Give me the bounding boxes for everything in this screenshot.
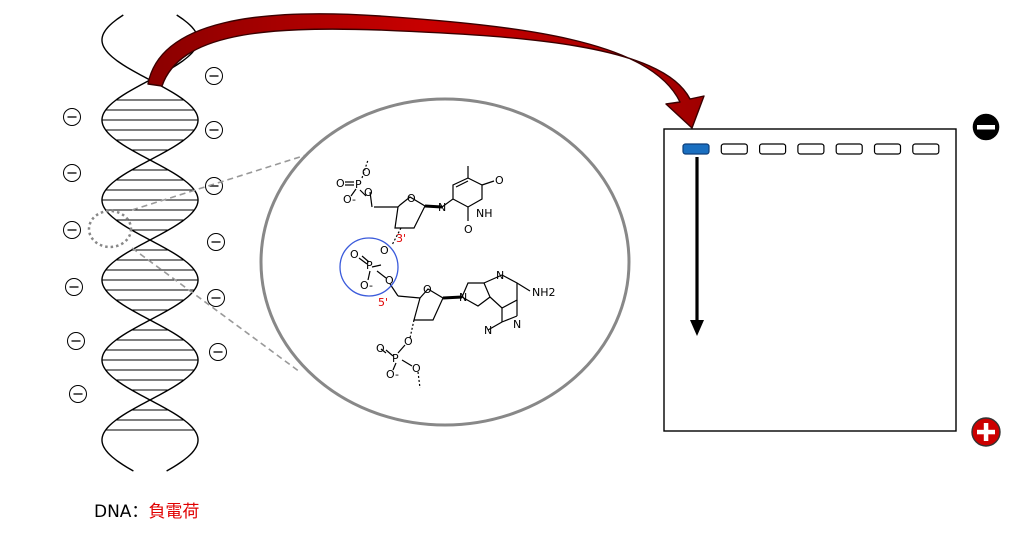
atom-label: O — [423, 283, 432, 296]
minus-circle-icon — [63, 221, 81, 239]
minus-circle-icon — [67, 332, 85, 350]
migration-arrow-head — [690, 320, 704, 336]
gel-well — [720, 143, 748, 155]
minus-badge-icon — [971, 112, 1001, 142]
atom-label: NH2 — [532, 286, 556, 299]
atom-label: O — [464, 223, 473, 236]
gel-well — [873, 143, 902, 155]
atom-label: O- — [343, 193, 356, 206]
three-prime-label: 3' — [396, 232, 406, 245]
minus-circle-icon — [63, 164, 81, 182]
atom-label: O — [376, 342, 385, 355]
zoom-line-top — [131, 149, 323, 211]
minus-circle-icon — [205, 177, 223, 195]
five-prime-label: 5' — [378, 296, 388, 309]
caption-highlight: 負電荷 — [148, 502, 200, 522]
dna-charge-caption: DNA：負電荷 — [94, 497, 199, 522]
atom-label: O — [412, 362, 421, 375]
atom-label: O — [362, 166, 371, 179]
minus-circle-icon — [65, 278, 83, 296]
minus-circle-icon — [205, 121, 223, 139]
atom-label: O — [380, 244, 389, 257]
dna-molecule-structure — [345, 159, 531, 389]
atom-label: NH — [476, 207, 493, 220]
atom-label: N — [496, 269, 504, 282]
minus-circle-icon — [63, 108, 81, 126]
gel-well — [758, 143, 787, 155]
atom-label: O — [364, 186, 373, 199]
phosphate-highlight-circle — [339, 237, 399, 297]
transfer-arrow — [147, 13, 705, 129]
atom-label: N — [484, 324, 492, 337]
dna-strand-b — [101, 14, 199, 472]
atom-label: O — [350, 248, 359, 261]
gel-wells — [682, 143, 940, 155]
atom-label: P — [366, 259, 373, 272]
atom-label: O- — [386, 368, 399, 381]
atom-label: O — [404, 335, 413, 348]
zoom-line-bottom — [131, 247, 301, 373]
minus-circle-icon — [205, 67, 223, 85]
gel-well — [835, 143, 863, 155]
gel-well — [912, 143, 940, 155]
atom-label: N — [459, 291, 467, 304]
negative-charges — [63, 67, 227, 403]
atom-label: O — [385, 274, 394, 287]
atom-label: N — [438, 201, 446, 214]
atom-label: O — [336, 177, 345, 190]
atom-label: P — [355, 178, 362, 191]
minus-circle-icon — [207, 289, 225, 307]
atom-label: O — [407, 192, 416, 205]
molecule-labels: O P O O- O O N O NH O 3' O P O O- O 5' O… — [336, 166, 556, 381]
gel-box — [663, 128, 957, 432]
helix-zoom-region — [87, 209, 133, 249]
minus-circle-icon — [209, 343, 227, 361]
caption-prefix: DNA： — [94, 502, 149, 522]
plus-badge-icon — [971, 417, 1001, 447]
dna-strand-a — [101, 14, 199, 472]
minus-circle-icon — [207, 233, 225, 251]
zoom-circle — [259, 97, 631, 427]
atom-label: O- — [360, 279, 373, 292]
atom-label: O — [495, 174, 504, 187]
minus-circle-icon — [69, 385, 87, 403]
gel-well — [797, 143, 825, 155]
gel-well-loaded — [682, 143, 710, 155]
atom-label: N — [513, 318, 521, 331]
atom-label: P — [392, 352, 399, 365]
